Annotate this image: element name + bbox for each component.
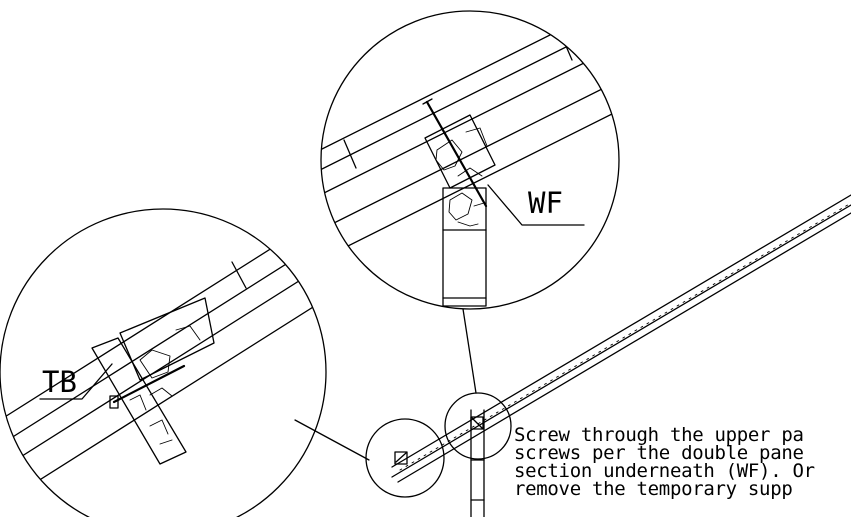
note-line-3: section underneath (WF). Or xyxy=(514,460,815,482)
leader-line-tb xyxy=(294,419,370,461)
note-line-4: remove the temporary supp xyxy=(514,478,792,500)
detail-circle-tb xyxy=(0,208,327,517)
leader-line-wf xyxy=(462,308,477,394)
detail-tb-content xyxy=(0,209,326,506)
detail-circle-wf xyxy=(320,10,620,310)
wf-leader xyxy=(487,184,585,226)
reference-circle-wf xyxy=(444,392,512,460)
detail-wf-content xyxy=(321,11,619,307)
reference-circle-tb xyxy=(365,418,445,498)
roof-panel-edge xyxy=(391,194,851,483)
label-tb: TB xyxy=(42,365,77,399)
instruction-note: Screw through the upper pa screws per th… xyxy=(514,424,815,500)
note-line-1: Screw through the upper pa xyxy=(514,424,804,446)
note-line-2: screws per the double pane xyxy=(514,442,804,464)
label-wf: WF xyxy=(528,186,563,220)
small-detail-marks xyxy=(394,416,484,465)
tb-leader xyxy=(39,363,113,400)
